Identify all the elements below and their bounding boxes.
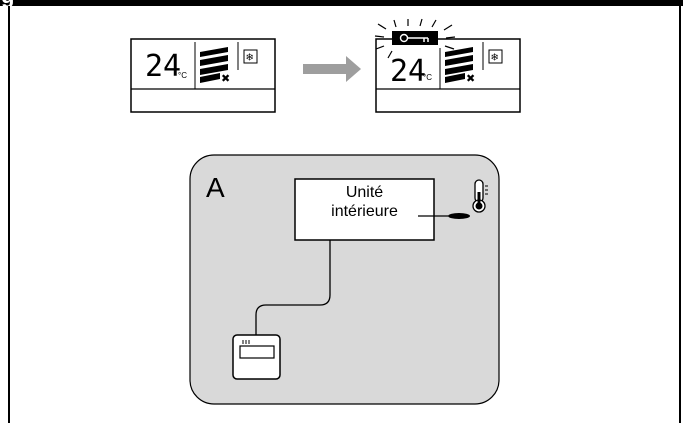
remote-controller-icon	[232, 334, 281, 380]
thermometer-icon	[472, 179, 488, 213]
blink-rays	[374, 18, 456, 59]
remote-cable	[255, 240, 331, 335]
fan-icon-after: ✖	[466, 72, 475, 85]
header-letter: g	[1, 0, 14, 7]
sensor-probe	[448, 213, 470, 219]
indoor-unit-box	[294, 178, 435, 241]
temperature-readout-after: 24	[390, 54, 426, 89]
snowflake-icon-after: ❄	[488, 49, 503, 64]
key-lock-icon	[392, 31, 438, 45]
svg-text:✖: ✖	[466, 72, 475, 85]
panel-a	[189, 154, 500, 405]
right-arrow-icon	[303, 56, 361, 82]
svg-text:❄: ❄	[246, 53, 254, 64]
temperature-readout: 24	[145, 49, 181, 84]
display-before: 24 °C ✖ ❄	[130, 38, 276, 113]
fan-speed-bars-icon-after	[445, 47, 473, 83]
svg-text:❄: ❄	[491, 53, 499, 64]
snowflake-icon: ❄	[243, 49, 258, 64]
figure-frame	[8, 6, 681, 423]
header-bar: g	[0, 0, 683, 7]
svg-text:✖: ✖	[221, 72, 230, 85]
temperature-unit: °C	[178, 71, 187, 80]
fan-icon: ✖	[221, 72, 230, 85]
indoor-unit-label: Unité intérieure	[295, 183, 434, 221]
fan-speed-bars-icon	[200, 47, 228, 83]
temperature-unit-after: °C	[423, 73, 432, 82]
panel-letter: A	[206, 172, 225, 203]
display-after: 24 °C ✖ ❄	[374, 18, 521, 113]
indoor-unit-label-line2: intérieure	[331, 203, 398, 220]
indoor-unit-label-line1: Unité	[345, 184, 384, 201]
